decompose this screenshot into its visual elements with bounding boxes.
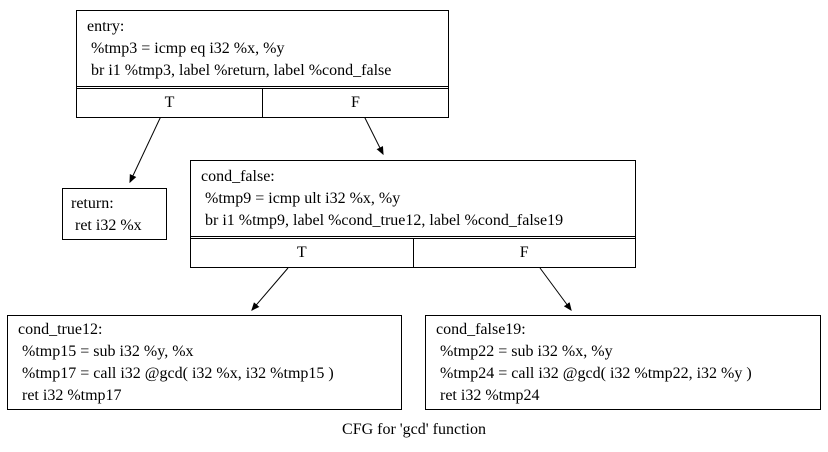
basic-block-label: cond_true12: (18, 321, 103, 338)
node-cond-true12-body: cond_true12: %tmp15 = sub i32 %y, %x %tm… (8, 316, 401, 411)
ir-instruction: %tmp24 = call i32 @gcd( i32 %tmp22, i32 … (436, 365, 752, 382)
edge-entry-true-return (129, 113, 163, 184)
graph-caption: CFG for 'gcd' function (342, 421, 486, 438)
cfg-node-return: return: ret i32 %x (62, 188, 167, 240)
cfg-node-cond-false19: cond_false19: %tmp22 = sub i32 %x, %y %t… (425, 315, 821, 410)
basic-block-label: entry: (87, 18, 125, 35)
cfg-node-cond-false: cond_false: %tmp9 = icmp ult i32 %x, %y … (190, 160, 636, 268)
branch-false-cell: F (262, 89, 448, 117)
ir-instruction: %tmp3 = icmp eq i32 %x, %y (87, 40, 285, 57)
ir-instruction: %tmp15 = sub i32 %y, %x (18, 343, 194, 360)
basic-block-label: return: (71, 195, 114, 212)
ir-instruction: br i1 %tmp9, label %cond_true12, label %… (201, 212, 564, 229)
ir-instruction: %tmp9 = icmp ult i32 %x, %y (201, 190, 401, 207)
node-cond-false-body: cond_false: %tmp9 = icmp ult i32 %x, %y … (191, 161, 635, 237)
ir-instruction: ret i32 %tmp24 (436, 387, 540, 404)
ir-instruction: %tmp17 = call i32 @gcd( i32 %x, i32 %tmp… (18, 365, 334, 382)
ir-instruction: ret i32 %tmp17 (18, 387, 122, 404)
node-return-body: return: ret i32 %x (63, 189, 166, 241)
ir-instruction: %tmp22 = sub i32 %x, %y (436, 343, 613, 360)
ir-instruction: br i1 %tmp3, label %return, label %cond_… (87, 62, 392, 79)
node-cond-false-branch-row: T F (191, 238, 635, 267)
branch-true-cell: T (164, 94, 175, 111)
edge-entry-false-cond-false (362, 113, 384, 156)
cfg-node-entry: entry: %tmp3 = icmp eq i32 %x, %y br i1 … (76, 10, 449, 118)
cfg-node-cond-true12: cond_true12: %tmp15 = sub i32 %y, %x %tm… (7, 315, 402, 410)
branch-true-cell: T (296, 244, 307, 261)
ir-instruction: ret i32 %x (71, 217, 142, 234)
node-cond-false19-body: cond_false19: %tmp22 = sub i32 %x, %y %t… (426, 316, 820, 411)
node-entry-body: entry: %tmp3 = icmp eq i32 %x, %y br i1 … (77, 11, 448, 87)
branch-false-cell: F (412, 239, 636, 267)
node-entry-branch-row: T F (77, 88, 448, 117)
edge-cond-false-false-cond-false19 (539, 267, 572, 312)
basic-block-label: cond_false: (201, 168, 275, 185)
basic-block-label: cond_false19: (436, 321, 526, 338)
edge-cond-false-true-cond-true12 (251, 267, 289, 311)
